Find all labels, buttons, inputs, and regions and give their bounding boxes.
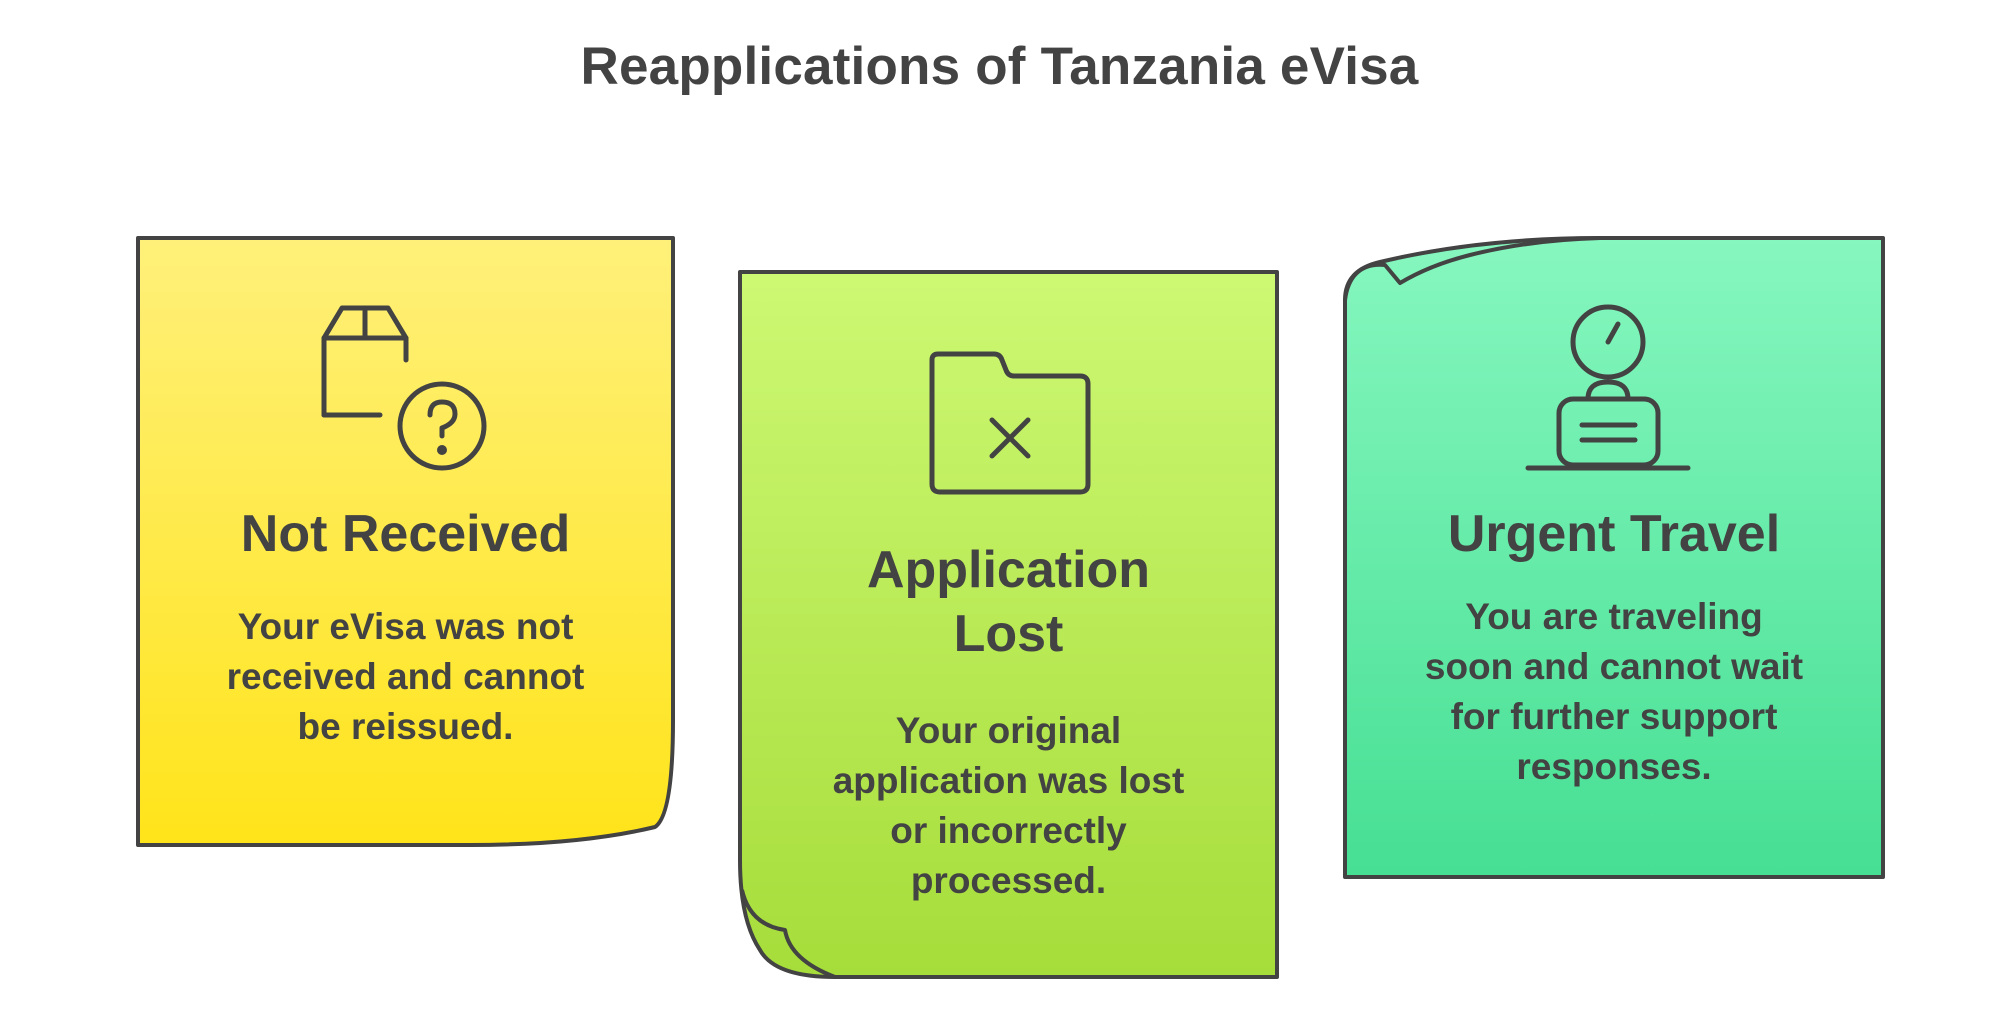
card-title: Not Received (240, 505, 571, 563)
card-urgent-travel: Urgent Travel You are traveling soon and… (1365, 502, 1863, 792)
box-question-icon (321, 305, 487, 471)
card-title: Urgent Travel (1447, 505, 1781, 563)
card-application-lost: Application Lost Your original applicati… (760, 538, 1257, 906)
clock-person-desk-icon (1525, 304, 1691, 471)
card-not-received-shape (136, 236, 675, 847)
card-application-lost-curl (740, 889, 836, 979)
card-description: Your eVisa was not received and cannot b… (226, 606, 585, 747)
card-title: Application Lost (866, 541, 1151, 663)
card-description: You are traveling soon and cannot wait f… (1424, 596, 1804, 787)
page-title: Reapplications of Tanzania eVisa (580, 37, 1419, 96)
card-urgent-travel-curl (1343, 236, 1601, 301)
folder-x-icon (929, 351, 1091, 495)
card-description: Your original application was lost or in… (832, 710, 1185, 901)
card-not-received: Not Received Your eVisa was not received… (158, 502, 653, 752)
card-application-lost-shape (738, 270, 1279, 979)
